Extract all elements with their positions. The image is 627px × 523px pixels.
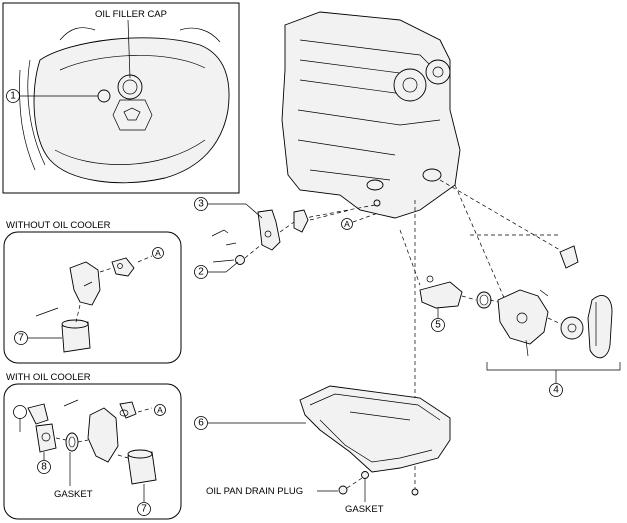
oil-strainer bbox=[419, 281, 463, 309]
callout-7b bbox=[137, 502, 151, 516]
oil-pan-drain-plug-label: OIL PAN DRAIN PLUG bbox=[206, 486, 303, 497]
with-oil-cooler-label: WITH OIL COOLER bbox=[6, 372, 91, 383]
engine-cover-panel: OIL FILLER CAP 1 bbox=[2, 2, 240, 194]
drain-plug-gasket-icon bbox=[361, 471, 369, 479]
oil-filler-cap-label: OIL FILLER CAP bbox=[95, 9, 167, 20]
callout-5-number: 5 bbox=[435, 320, 441, 331]
callout-1-number: 1 bbox=[10, 91, 16, 102]
pump-sprocket-icon bbox=[560, 316, 584, 340]
drain-plug-icon bbox=[338, 485, 348, 495]
callout-7a bbox=[14, 331, 28, 345]
mazda-logo-icon bbox=[112, 99, 153, 131]
cam-pulley-icon bbox=[425, 59, 451, 85]
ref-a-main-letter: A bbox=[344, 219, 350, 229]
with-oil-cooler-panel: WITH OIL COOLER bbox=[3, 372, 182, 520]
ref-a-without-letter: A bbox=[155, 248, 161, 258]
oil-pump-chain bbox=[587, 295, 613, 359]
oil-filler-cap-icon bbox=[117, 74, 143, 100]
ref-a-without bbox=[152, 247, 164, 259]
oil-pump bbox=[497, 289, 549, 345]
callout-1 bbox=[6, 89, 20, 103]
oil-filter-adapter bbox=[257, 209, 281, 251]
with-oil-cooler-frame bbox=[3, 383, 182, 520]
callout-4-number: 4 bbox=[553, 385, 559, 396]
callout-7a-number: 7 bbox=[18, 333, 24, 344]
chain-tensioner bbox=[559, 245, 579, 269]
ref-a-with bbox=[154, 404, 166, 416]
callout-5 bbox=[431, 318, 445, 332]
cooler-bolt-icon bbox=[27, 403, 49, 425]
without-oil-cooler-panel: WITHOUT OIL COOLER bbox=[3, 220, 182, 364]
callout-2 bbox=[194, 265, 208, 279]
callout-6-number: 6 bbox=[198, 418, 204, 429]
filter-adapter-with-cooler bbox=[87, 407, 119, 463]
callout-7b-number: 7 bbox=[141, 504, 147, 515]
adapter-gasket-cooler bbox=[119, 401, 137, 419]
filter-adapter-without-cooler bbox=[69, 261, 101, 306]
gasket-adapter bbox=[293, 209, 309, 233]
ref-a-main bbox=[341, 218, 353, 230]
engine-cover bbox=[19, 27, 230, 184]
oil-pump-assembly bbox=[419, 245, 613, 359]
engine-block bbox=[281, 11, 461, 219]
gasket-bottom-label: GASKET bbox=[345, 504, 384, 515]
callout-2-number: 2 bbox=[198, 267, 204, 278]
without-oil-cooler-label: WITHOUT OIL COOLER bbox=[6, 220, 111, 231]
filter-adapter-assembly bbox=[211, 209, 351, 265]
oil-pan bbox=[299, 385, 451, 496]
adapter-gasket bbox=[111, 257, 135, 277]
cover-bolt-icon bbox=[97, 89, 111, 103]
callout-3-number: 3 bbox=[198, 199, 204, 210]
callout-6 bbox=[194, 416, 208, 430]
cam-pulley-icon bbox=[393, 68, 427, 102]
callout-3 bbox=[194, 197, 208, 211]
ref-a-with-letter: A bbox=[157, 405, 163, 415]
crank-boss-icon bbox=[422, 168, 442, 182]
oil-cooler bbox=[35, 423, 57, 453]
callout-8-top bbox=[13, 405, 27, 419]
callout-8-number: 8 bbox=[41, 462, 47, 473]
callout-8 bbox=[37, 460, 51, 474]
gasket-left-label: GASKET bbox=[54, 489, 93, 500]
callout-4 bbox=[549, 383, 563, 397]
